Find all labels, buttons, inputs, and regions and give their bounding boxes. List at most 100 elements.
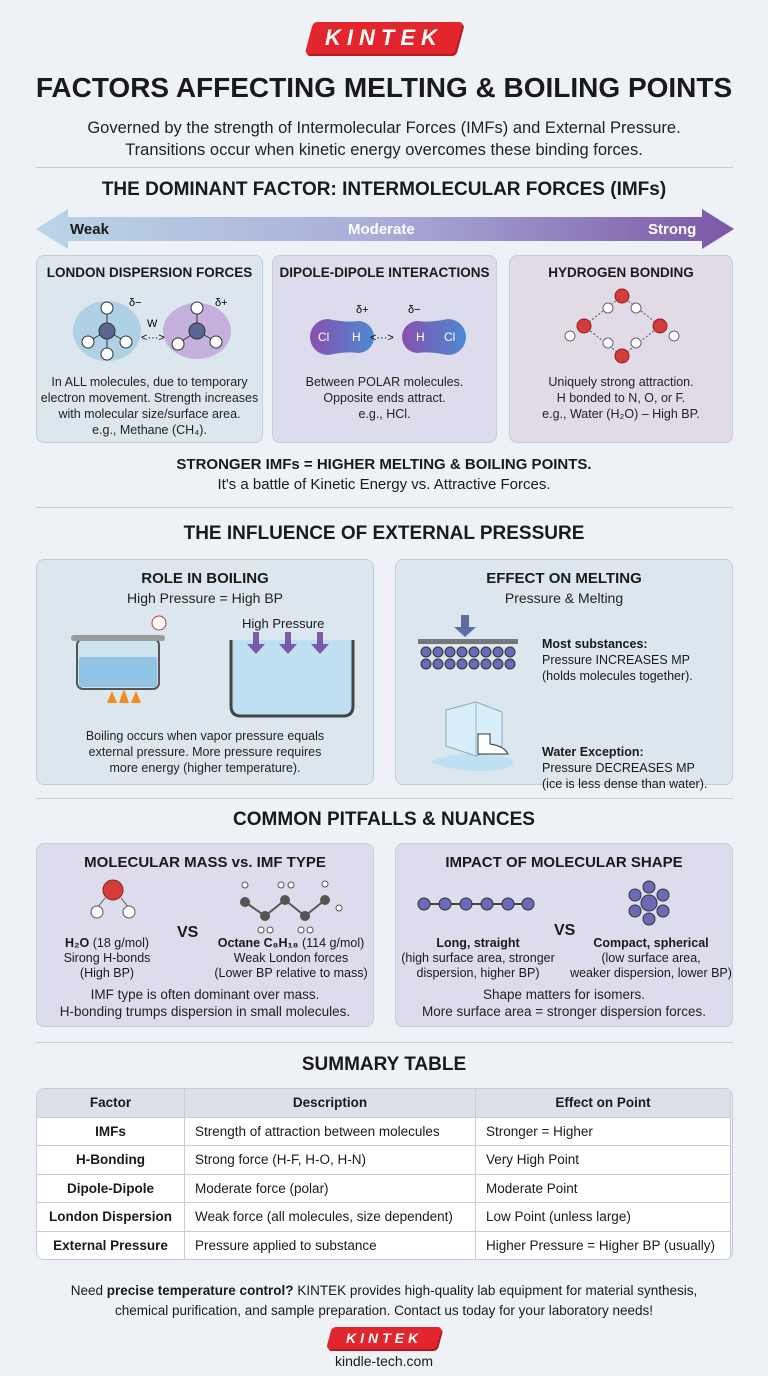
divider xyxy=(36,798,733,799)
high-pressure-label: High Pressure xyxy=(242,616,325,631)
factor-cell: London Dispersion xyxy=(37,1202,185,1232)
card-text: IMF type is often dominant over mass. xyxy=(90,987,320,1002)
scale-strong: Strong xyxy=(648,221,697,238)
card-text: Uniquely strong attraction. xyxy=(548,375,694,389)
card-text: (Lower BP relative to mass) xyxy=(214,966,368,980)
card-title: MOLECULAR MASS vs. IMF TYPE xyxy=(84,854,326,871)
card-text: dispersion, higher BP) xyxy=(416,966,540,980)
boiling-pot-icon xyxy=(71,615,167,703)
card-text: (high surface area, stronger xyxy=(401,951,555,965)
spherical-molecule-icon xyxy=(628,880,670,926)
card-text: (low surface area, xyxy=(601,951,701,965)
water-molecule-icon xyxy=(90,879,136,919)
methane-dispersion-icon: δ−Wδ+ <···> xyxy=(73,297,231,361)
partial-negative-label: δ− xyxy=(408,304,421,316)
most-substances-title: Most substances: xyxy=(542,637,648,651)
pitfalls-heading: COMMON PITFALLS & NUANCES xyxy=(233,809,535,830)
atom-label: Cl xyxy=(444,330,455,344)
effect-cell: Stronger = Higher xyxy=(475,1116,731,1146)
card-text: H bonded to N, O, or F. xyxy=(556,391,686,405)
divider xyxy=(36,167,733,168)
effect-cell: Moderate Point xyxy=(475,1173,731,1203)
footer-post: KINTEK provides high-quality lab equipme… xyxy=(293,1283,698,1298)
card-text: more energy (higher temperature). xyxy=(109,761,301,775)
website-link[interactable]: kindle-tech.com xyxy=(334,1353,434,1369)
imf-conclusion: STRONGER IMFs = HIGHER MELTING & BOILING… xyxy=(176,456,592,473)
spherical-label: Compact, spherical xyxy=(593,936,709,950)
effect-cell: Very High Point xyxy=(475,1145,731,1175)
subtitle-line-2: Transitions occur when kinetic energy ov… xyxy=(125,141,643,159)
card-text: (holds molecules together). xyxy=(542,669,693,683)
footer-line-2: chemical purification, and sample prepar… xyxy=(114,1303,654,1318)
partial-negative-label: δ− xyxy=(129,297,142,309)
card-title: EFFECT ON MELTING xyxy=(486,570,642,587)
atom-label: H xyxy=(352,330,361,344)
description-cell: Pressure applied to substance xyxy=(184,1230,476,1259)
card-text: e.g., HCl. xyxy=(358,407,411,421)
kintek-logo: KINTEK xyxy=(304,22,464,54)
svg-text:<···>: <···> xyxy=(370,332,394,344)
footer-text: Need precise temperature control? KINTEK… xyxy=(0,1281,768,1321)
column-header: Factor xyxy=(37,1089,185,1118)
card-effect-on-melting: EFFECT ON MELTING Pressure & Melting Mos… xyxy=(395,559,733,791)
factor-cell: Dipole-Dipole xyxy=(37,1173,185,1203)
factor-cell: H-Bonding xyxy=(37,1145,185,1175)
factor-cell: External Pressure xyxy=(37,1230,185,1259)
card-text: In ALL molecules, due to temporary xyxy=(51,375,248,389)
kintek-footer-logo: KINTEK xyxy=(326,1327,442,1349)
water-hbond-icon xyxy=(564,288,680,364)
card-title: ROLE IN BOILING xyxy=(141,570,269,587)
linear-label: Long, straight xyxy=(436,936,520,950)
water-label: H₂O xyxy=(64,936,90,950)
card-title: HYDROGEN BONDING xyxy=(548,265,694,280)
subtitle-line-1: Governed by the strength of Intermolecul… xyxy=(87,119,681,137)
card-subtitle: High Pressure = High BP xyxy=(126,590,284,606)
card-text: (High BP) xyxy=(79,966,135,980)
card-text: e.g., Methane (CH₄). xyxy=(92,423,207,437)
card-text: Sirong H-bonds xyxy=(63,951,151,965)
description-cell: Weak force (all molecules, size dependen… xyxy=(184,1202,476,1232)
card-text: e.g., Water (H₂O) – High BP. xyxy=(542,407,700,421)
card-text: Pressure INCREASES MP xyxy=(542,653,690,667)
card-hydrogen-bonding: HYDROGEN BONDING Uniquely strong attract… xyxy=(509,255,733,443)
ice-skate-icon xyxy=(430,701,514,771)
footer-pre: Need xyxy=(70,1283,107,1298)
card-text: Boiling occurs when vapor pressure equal… xyxy=(85,729,325,743)
compressed-molecules-icon xyxy=(418,615,518,670)
imf-heading: THE DOMINANT FACTOR: INTERMOLECULAR FORC… xyxy=(101,179,667,200)
octane-molecule-icon xyxy=(240,880,343,934)
card-title: IMPACT OF MOLECULAR SHAPE xyxy=(445,854,683,871)
divider xyxy=(36,1042,733,1043)
card-text: H-bonding trumps dispersion in small mol… xyxy=(59,1004,351,1019)
vs-label: VS xyxy=(554,922,576,939)
linear-molecule-icon xyxy=(417,897,535,911)
summary-heading: SUMMARY TABLE xyxy=(301,1054,467,1075)
card-title: DIPOLE-DIPOLE INTERACTIONS xyxy=(279,265,490,280)
card-title: LONDON DISPERSION FORCES xyxy=(46,265,253,280)
svg-text:<···>: <···> xyxy=(141,332,165,344)
atom-label: Cl xyxy=(318,330,329,344)
footer-bold: precise temperature control? xyxy=(106,1283,294,1298)
vs-label: VS xyxy=(177,924,199,941)
card-text: with molecular size/surface area. xyxy=(58,407,241,421)
w-label: W xyxy=(147,318,158,330)
card-text: electron movement. Strength increases xyxy=(40,391,259,405)
card-molecular-mass: MOLECULAR MASS vs. IMF TYPE VS H₂O (18 g… xyxy=(36,843,374,1027)
card-text: weaker dispersion, lower BP) xyxy=(570,966,732,980)
scale-moderate: Moderate xyxy=(348,221,415,238)
factor-cell: IMFs xyxy=(37,1116,185,1146)
card-text: Opposite ends attract. xyxy=(323,391,446,405)
effect-cell: Low Point (unless large) xyxy=(475,1202,731,1232)
description-cell: Strength of attraction between molecules xyxy=(184,1116,476,1146)
pressure-heading: THE INFLUENCE OF EXTERNAL PRESSURE xyxy=(183,523,585,544)
effect-cell: Higher Pressure = Higher BP (usually) xyxy=(475,1230,731,1259)
page-title: FACTORS AFFECTING MELTING & BOILING POIN… xyxy=(35,72,733,103)
